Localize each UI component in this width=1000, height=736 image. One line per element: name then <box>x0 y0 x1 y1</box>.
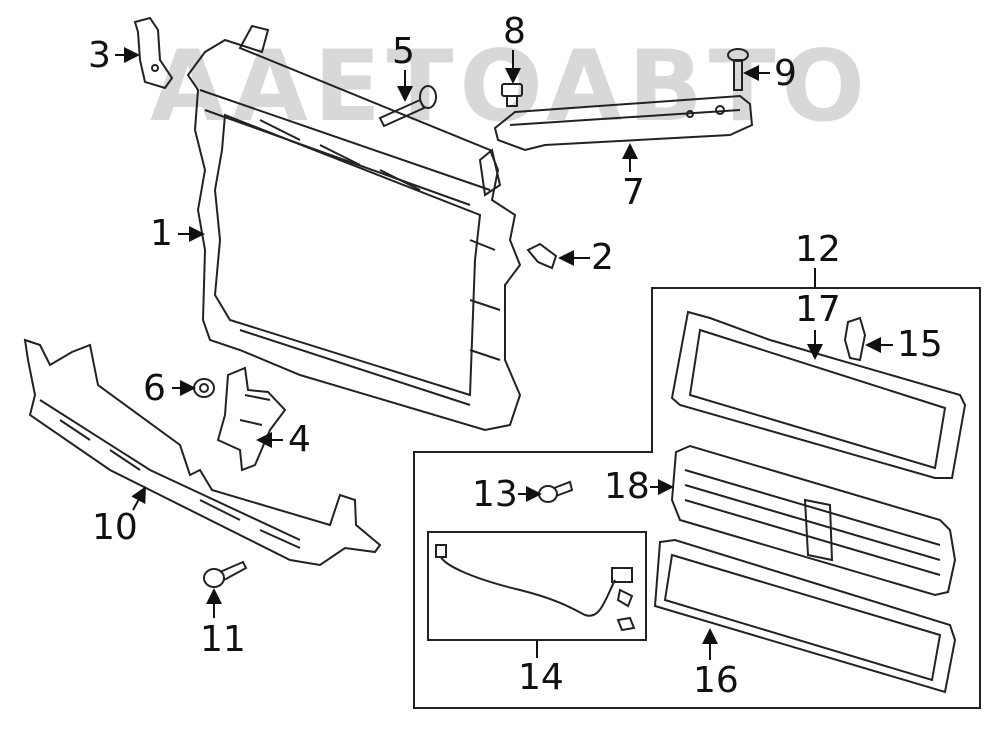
watermark-text: AAETOABTO <box>150 30 871 144</box>
nut-8 <box>501 83 523 107</box>
callout-10: 10 <box>92 507 138 548</box>
upper-tie-bar-7 <box>493 94 754 152</box>
callout-5: 5 <box>392 31 415 72</box>
callout-16: 16 <box>693 660 739 701</box>
callout-14: 14 <box>518 657 564 698</box>
clip-2 <box>526 242 558 270</box>
bolt-9 <box>727 48 749 91</box>
lower-deflector-10 <box>23 338 382 567</box>
grille-shutter-18 <box>670 444 957 597</box>
callout-1: 1 <box>150 213 173 254</box>
callout-18: 18 <box>604 466 650 507</box>
callout-11: 11 <box>200 619 246 660</box>
callout-6: 6 <box>143 368 166 409</box>
leader-lines <box>115 47 893 660</box>
bracket-3 <box>133 16 174 90</box>
callout-13: 13 <box>472 474 518 515</box>
bolt-11 <box>203 560 248 588</box>
lower-air-guide-16 <box>653 538 957 694</box>
callout-15: 15 <box>897 324 943 365</box>
callout-7: 7 <box>622 172 645 213</box>
callout-3: 3 <box>88 35 111 76</box>
callout-2: 2 <box>591 237 614 278</box>
callout-4: 4 <box>288 419 311 460</box>
bolt-13 <box>538 480 574 503</box>
wiring-harness-14 <box>435 544 636 632</box>
bolt-5 <box>378 85 437 128</box>
air-guide-17 <box>670 310 967 479</box>
radiator-support-frame <box>186 24 522 432</box>
nut-6 <box>193 378 215 398</box>
callout-17: 17 <box>795 289 841 330</box>
callout-8: 8 <box>503 11 526 52</box>
callout-9: 9 <box>774 53 797 94</box>
bracket-4 <box>216 366 287 472</box>
clip-15 <box>843 316 867 362</box>
callout-12: 12 <box>795 229 841 270</box>
